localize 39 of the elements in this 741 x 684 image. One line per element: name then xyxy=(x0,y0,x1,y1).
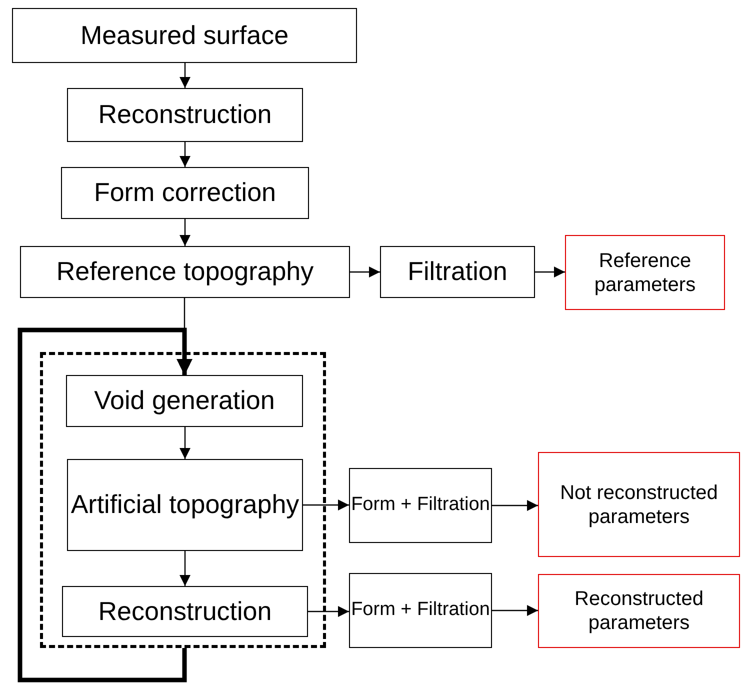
process-box xyxy=(62,586,308,637)
box-label: Reconstructed parameters xyxy=(574,587,704,635)
result-box xyxy=(538,574,740,648)
arrow xyxy=(492,605,538,616)
process-box xyxy=(12,8,357,63)
process-box xyxy=(349,468,492,543)
process-box xyxy=(380,246,535,298)
arrow xyxy=(180,63,190,88)
process-box xyxy=(67,459,303,551)
arrow xyxy=(350,266,380,278)
feedback-arrow xyxy=(18,328,192,682)
result-box xyxy=(565,235,725,310)
process-box xyxy=(67,88,303,142)
arrow xyxy=(308,606,349,617)
box-label: Void generation xyxy=(94,385,275,417)
box-label: Not reconstructed parameters xyxy=(559,480,719,528)
box-label: Form correction xyxy=(94,177,276,209)
arrow xyxy=(180,427,190,459)
box-label: Reconstruction xyxy=(98,596,272,628)
box-label: Reference topography xyxy=(56,256,314,288)
box-label: Artificial topography xyxy=(70,489,300,521)
arrow xyxy=(180,142,190,167)
arrow xyxy=(180,551,190,586)
result-box xyxy=(538,452,740,557)
process-box xyxy=(349,573,492,648)
process-box xyxy=(66,375,303,427)
arrow xyxy=(492,500,538,511)
process-box xyxy=(20,246,350,298)
box-label: Measured surface xyxy=(80,20,289,52)
arrow xyxy=(303,500,349,510)
arrow xyxy=(180,219,190,246)
box-label: Form + Filtration xyxy=(351,494,490,517)
process-box xyxy=(61,167,309,219)
dashed-group-frame xyxy=(40,352,326,648)
arrow xyxy=(535,266,565,278)
box-label: Filtration xyxy=(408,256,508,288)
box-label: Reference parameters xyxy=(593,248,697,296)
box-label: Reconstruction xyxy=(98,99,272,131)
box-label: Form + Filtration xyxy=(351,599,490,622)
